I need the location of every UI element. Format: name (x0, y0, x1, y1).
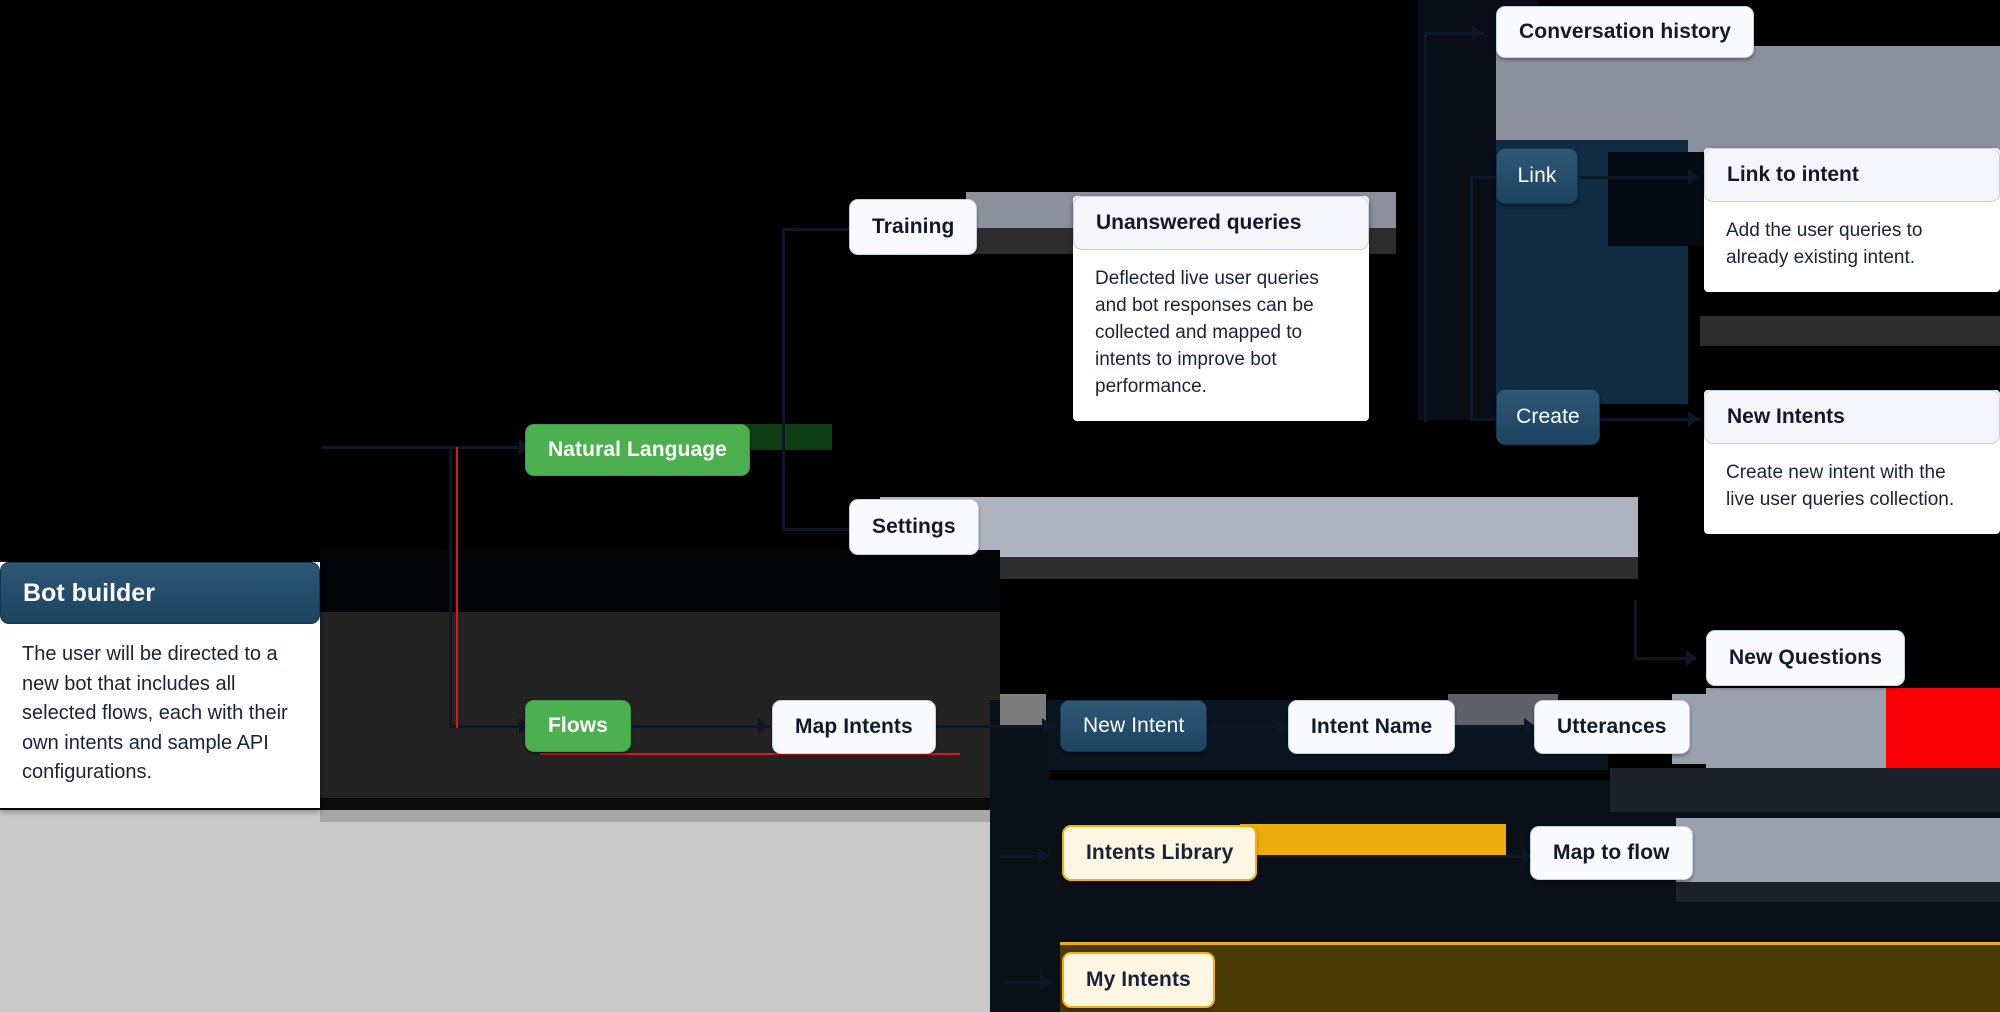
connector-red-flows-row (540, 753, 960, 755)
connector-nl-vertical (782, 228, 785, 528)
connector-nl-to-training (782, 228, 868, 231)
panel-new-intents-body: Create new intent with the live user que… (1726, 462, 1955, 510)
connector-convhistory-vertical (1470, 176, 1473, 418)
arrow-to-intent-name (1276, 718, 1287, 734)
connector-intentname-to-utterances (1450, 725, 1536, 728)
plate-grey-new-intent-left (1000, 694, 1046, 728)
plate-grey-maptoflow (1676, 818, 2000, 882)
panel-link-to-intent: Link to intent Add the user queries to a… (1704, 148, 2000, 292)
node-intents-library[interactable]: Intents Library (1062, 825, 1258, 881)
connector-botbuilder-trunk (322, 446, 452, 449)
connector-to-my-intents (1005, 981, 1053, 984)
connector-to-conversation-history (1424, 32, 1484, 35)
connector-training-vertical (1424, 32, 1427, 422)
connector-newquestions-vertical (1634, 600, 1637, 660)
node-conversation-history[interactable]: Conversation history (1496, 6, 1755, 58)
arrow-to-conversation-history (1472, 25, 1483, 41)
plate-grey-bottom-strip (320, 810, 1000, 822)
arrow-to-map-to-flow (1522, 848, 1533, 864)
panel-link-to-intent-body: Add the user queries to already existing… (1726, 220, 1923, 268)
node-intent-name[interactable]: Intent Name (1288, 700, 1456, 754)
node-map-intents[interactable]: Map Intents (772, 700, 936, 754)
arrow-to-map-intents (758, 718, 769, 734)
connector-trunk-to-nl (449, 446, 521, 449)
plate-dark-below-link (1700, 316, 2000, 346)
plate-olive-myintents (1060, 944, 2000, 1012)
plate-grey-settings (880, 497, 1638, 557)
arrow-to-natural-language (519, 439, 530, 455)
arrow-to-utterances (1524, 718, 1535, 734)
arrow-to-new-questions (1686, 650, 1697, 666)
connector-library-to-maptoflow (1240, 855, 1528, 858)
node-create[interactable]: Create (1496, 389, 1600, 445)
plate-yellow-myintents-top (1060, 942, 2000, 945)
plate-dark-maptoflow-bot (1676, 882, 2000, 902)
connector-to-newquestions (1634, 657, 1696, 660)
node-settings[interactable]: Settings (849, 499, 979, 555)
node-utterances[interactable]: Utterances (1534, 700, 1690, 754)
node-map-to-flow[interactable]: Map to flow (1530, 826, 1693, 880)
connector-mapintents-to-newintent (926, 725, 1056, 728)
panel-unanswered-queries-header: Unanswered queries (1073, 196, 1369, 250)
panel-bot-builder: Bot builder The user will be directed to… (0, 562, 320, 808)
panel-bot-builder-body: The user will be directed to a new bot t… (22, 643, 288, 784)
panel-bot-builder-header: Bot builder (0, 562, 320, 624)
plate-dark-below-utter (1610, 768, 2000, 812)
connector-nl-to-settings (782, 528, 868, 531)
arrow-to-new-intent (1042, 718, 1053, 734)
plate-yellow-library (1240, 824, 1506, 856)
panel-new-intents-header: New Intents (1704, 390, 2000, 444)
node-new-intent[interactable]: New Intent (1060, 700, 1208, 752)
node-flows[interactable]: Flows (525, 700, 632, 752)
panel-link-to-intent-header: Link to intent (1704, 148, 2000, 202)
node-training[interactable]: Training (849, 199, 978, 255)
connector-newintent-to-intentname (1198, 725, 1288, 728)
arrow-to-my-intents (1040, 974, 1051, 990)
node-natural-language[interactable]: Natural Language (525, 424, 750, 476)
arrow-link-to-panel (1688, 169, 1699, 185)
connector-trunk-to-flows (449, 725, 521, 728)
panel-unanswered-queries-body: Deflected live user queries and bot resp… (1095, 268, 1319, 397)
panel-unanswered-queries: Unanswered queries Deflected live user q… (1073, 196, 1369, 421)
plate-grey-top-right (1496, 46, 2000, 154)
connector-to-link (1470, 176, 1510, 179)
plate-dark-left-mid (320, 550, 1000, 612)
panel-new-intents: New Intents Create new intent with the l… (1704, 390, 2000, 534)
plate-dark-settings (880, 557, 1638, 579)
arrow-create-to-panel (1688, 411, 1699, 427)
plate-red-newquestions (1886, 688, 2000, 768)
connector-trunk-vertical (449, 446, 452, 728)
node-new-questions[interactable]: New Questions (1706, 630, 1905, 686)
connector-link-to-panel (1580, 176, 1700, 179)
arrow-to-intents-library (1038, 848, 1049, 864)
connector-to-create (1470, 418, 1510, 421)
plate-light-bottom-left (0, 810, 1000, 1012)
plate-green-nl-bar (742, 424, 832, 450)
arrow-to-flows (519, 718, 530, 734)
node-my-intents[interactable]: My Intents (1062, 952, 1215, 1008)
connector-flows-to-mapintents (620, 725, 770, 728)
connector-create-to-panel (1580, 418, 1700, 421)
plate-grey-newquestions (1706, 688, 1888, 768)
connector-red-vertical (456, 447, 458, 728)
node-link[interactable]: Link (1496, 148, 1578, 204)
connector-to-intents-library (1000, 855, 1050, 858)
